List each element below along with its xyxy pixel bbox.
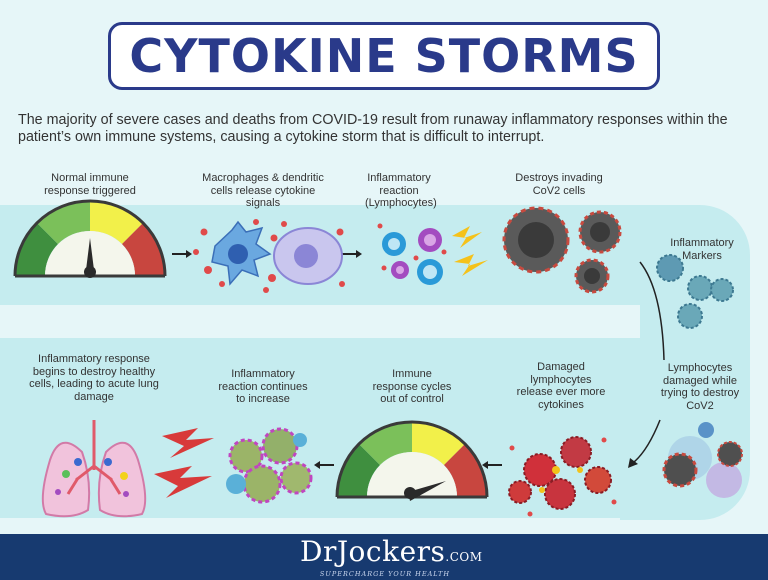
macrophage-cell-icon: [193, 219, 345, 293]
step-label-7: Damaged lymphocytes release ever more cy…: [516, 361, 606, 411]
step-label-9: Inflammatory reaction continues to incre…: [218, 368, 308, 405]
step-label-2: Macrophages & dendritic cells release cy…: [202, 172, 324, 209]
lightning-bolt-icon: [452, 226, 488, 276]
arrow-right-icon: [172, 250, 362, 258]
step-label-5: Inflammatory Markers: [670, 237, 734, 262]
step-label-4: Destroys invading CoV2 cells: [515, 172, 603, 197]
coronavirus-icon: [502, 206, 622, 294]
step-label-6: Lymphocytes damaged while trying to dest…: [660, 362, 740, 412]
brand-domain: .COM: [445, 550, 483, 564]
gauge-normal-icon: [13, 199, 167, 278]
virus-cluster-icon: [226, 427, 313, 504]
page-title: CYTOKINE STORMS: [129, 29, 639, 83]
title-box: CYTOKINE STORMS: [108, 22, 660, 90]
brand-tagline: SUPERCHARGE YOUR HEALTH: [319, 570, 451, 578]
step-label-10: Inflammatory response begins to destroy …: [29, 353, 159, 403]
damaged-lymphocyte-icon: [662, 422, 743, 498]
red-lightning-icon: [154, 428, 214, 498]
band-gap: [0, 305, 640, 338]
brand-logo[interactable]: DrJockers.COM SUPERCHARGE YOUR HEALTH: [300, 535, 482, 579]
step-label-1: Normal immune response triggered: [44, 172, 136, 197]
arrow-left-icon: [314, 461, 502, 469]
curve-arrow-icon: [628, 261, 665, 468]
gauge-out-of-control-icon: [335, 420, 489, 501]
lungs-icon: [41, 420, 147, 518]
step-label-3: Inflammatory reaction (Lymphocytes): [365, 172, 437, 209]
lymphocyte-cell-icon: [377, 223, 447, 285]
intro-text: The majority of severe cases and deaths …: [18, 112, 728, 145]
step-label-8: Immune response cycles out of control: [372, 368, 452, 405]
footer-bar: [0, 534, 768, 580]
inflammatory-marker-icon: [656, 254, 734, 329]
red-cell-cluster-icon: [508, 436, 617, 517]
brand-name: DrJockers: [300, 535, 446, 568]
